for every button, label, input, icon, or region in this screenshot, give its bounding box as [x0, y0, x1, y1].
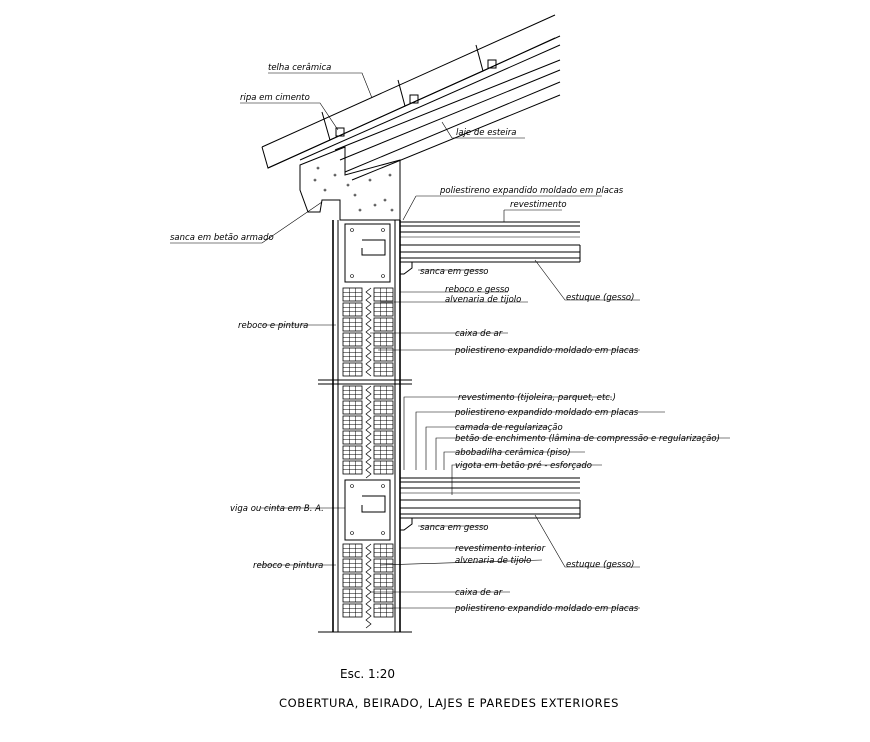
- label-betao-enchimento: betão de enchimento (lâmina de compressã…: [455, 434, 720, 444]
- brick-block: [342, 317, 363, 332]
- brick-block: [342, 445, 363, 460]
- brick-block: [342, 287, 363, 302]
- drawing-scale: Esc. 1:20: [340, 667, 395, 681]
- label-camada-regularizacao: camada de regularização: [455, 423, 563, 433]
- brick-block: [342, 362, 363, 377]
- roof-tiles: [261, 14, 561, 181]
- lower-slab: [400, 477, 581, 531]
- brick-block: [373, 400, 394, 415]
- label-vigota: vigota em betão pré - esforçado: [455, 460, 592, 471]
- label-estuque-1: estuque (gesso): [566, 293, 634, 303]
- label-caixa-de-ar-2: caixa de ar: [455, 588, 503, 598]
- brick-block: [373, 558, 394, 573]
- annotation-labels: telha cerâmica ripa em cimento laje de e…: [170, 63, 720, 614]
- brick-block: [373, 287, 394, 302]
- label-abobadilha: abobadilha cerâmica (piso): [455, 448, 571, 458]
- brick-block: [373, 445, 394, 460]
- brick-block: [373, 302, 394, 317]
- wall-insulation: [365, 287, 372, 629]
- exterior-wall: [318, 220, 412, 633]
- brick-block: [342, 558, 363, 573]
- brick-block: [342, 385, 363, 400]
- brick-block: [373, 430, 394, 445]
- brick-block: [373, 332, 394, 347]
- insulation-zigzag: [365, 287, 372, 377]
- label-revestimento-piso: revestimento (tijoleira, parquet, etc.): [458, 393, 616, 403]
- brick-block: [342, 543, 363, 558]
- brick-block: [373, 603, 394, 618]
- label-reboco-e-gesso: reboco e gesso: [445, 285, 510, 295]
- brick-block: [342, 302, 363, 317]
- label-poliestireno-1: poliestireno expandido moldado em placas: [454, 346, 639, 356]
- brick-block: [342, 573, 363, 588]
- brick-block: [373, 460, 394, 475]
- label-reboco-e-pintura-2: reboco e pintura: [253, 561, 323, 571]
- label-poliestireno-2: poliestireno expandido moldado em placas: [454, 408, 639, 418]
- brick-block: [373, 415, 394, 430]
- label-reboco-e-pintura-1: reboco e pintura: [238, 321, 308, 331]
- eave-concrete: [299, 146, 401, 221]
- label-ripa-em-cimento: ripa em cimento: [240, 93, 310, 103]
- brick-block: [342, 430, 363, 445]
- lower-beam: [344, 479, 391, 541]
- label-revestimento-top: revestimento: [510, 200, 567, 210]
- drawing-title: COBERTURA, BEIRADO, LAJES E PAREDES EXTE…: [279, 696, 619, 710]
- brick-block: [373, 543, 394, 558]
- label-sanca-em-gesso-2: sanca em gesso: [420, 523, 489, 533]
- brick-block: [373, 317, 394, 332]
- label-telha-ceramica: telha cerâmica: [268, 63, 331, 73]
- brick-block: [373, 347, 394, 362]
- label-sanca-betao-armado: sanca em betão armado: [170, 233, 274, 243]
- leader-lines: [170, 72, 730, 609]
- brick-block: [342, 460, 363, 475]
- label-sanca-em-gesso-1: sanca em gesso: [420, 267, 489, 277]
- brick-block: [342, 588, 363, 603]
- insulation-zigzag: [365, 385, 372, 479]
- insulation-zigzag: [365, 543, 372, 629]
- label-caixa-de-ar-1: caixa de ar: [455, 329, 503, 339]
- label-estuque-2: estuque (gesso): [566, 560, 634, 570]
- label-viga-ou-cinta: viga ou cinta em B. A.: [230, 504, 324, 514]
- brick-block: [342, 603, 363, 618]
- label-poliestireno-top: poliestireno expandido moldado em placas: [439, 186, 624, 196]
- brick-masonry: [342, 287, 394, 618]
- brick-block: [342, 332, 363, 347]
- label-alvenaria-de-tijolo-1: alvenaria de tijolo: [445, 295, 521, 305]
- brick-block: [342, 415, 363, 430]
- brick-block: [373, 588, 394, 603]
- brick-block: [373, 573, 394, 588]
- upper-beam: [344, 223, 391, 283]
- label-alvenaria-de-tijolo-2: alvenaria de tijolo: [455, 556, 531, 566]
- upper-slab: [400, 221, 581, 275]
- label-revestimento-interior: revestimento interior: [455, 544, 546, 554]
- brick-block: [373, 362, 394, 377]
- brick-block: [342, 400, 363, 415]
- brick-block: [342, 347, 363, 362]
- label-laje-de-esteira: laje de esteira: [456, 128, 516, 138]
- brick-block: [373, 385, 394, 400]
- label-poliestireno-3: poliestireno expandido moldado em placas: [454, 604, 639, 614]
